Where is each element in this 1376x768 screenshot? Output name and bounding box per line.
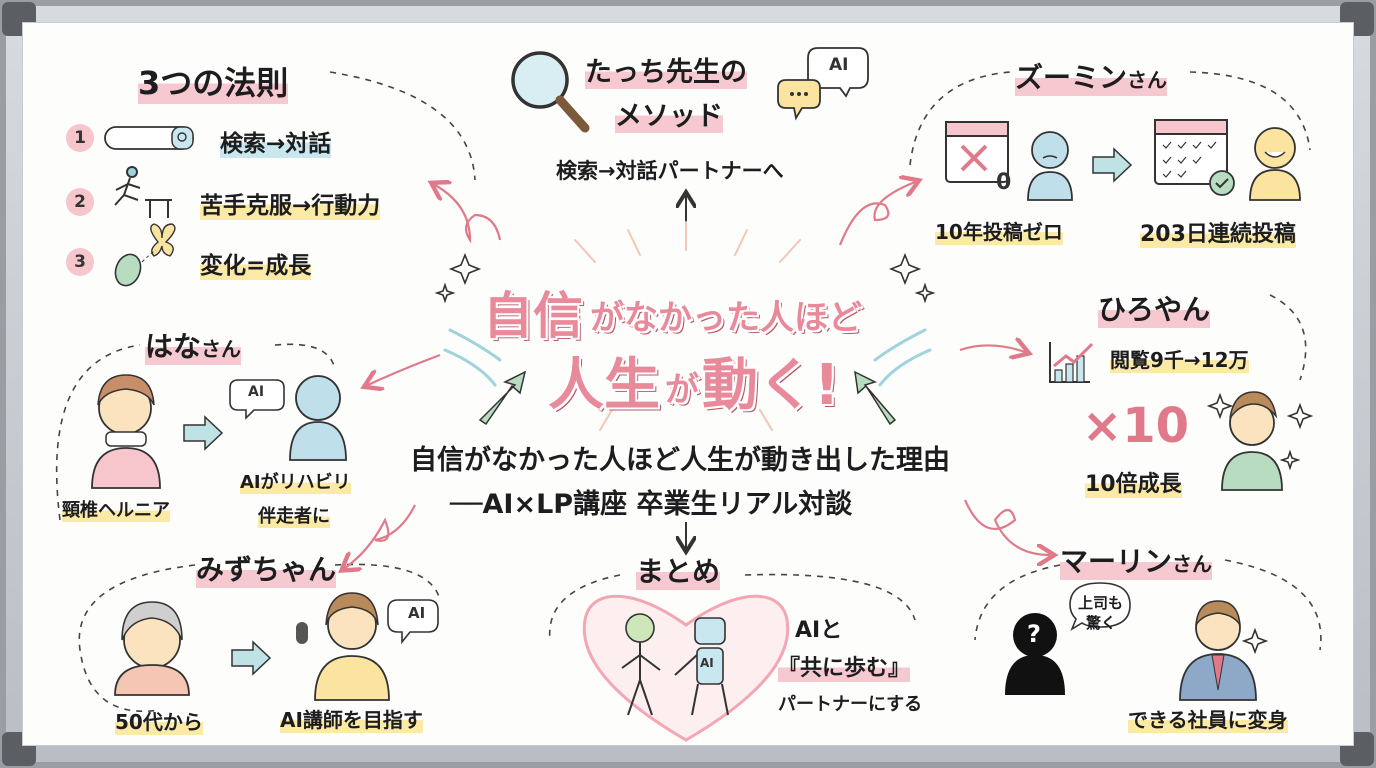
summary-line3: パートナーにする xyxy=(778,694,923,715)
hiroyan-multiplier: ×10 xyxy=(1082,398,1190,454)
zoomin-before: 10年投稿ゼロ xyxy=(935,216,1063,245)
mizu-name: みずちゃん xyxy=(196,548,337,588)
hiroyan-name: ひろやん xyxy=(1098,288,1211,328)
law-text: 検索→対話 xyxy=(220,124,332,158)
marin-bubble-line1: 上司も xyxy=(1078,594,1124,612)
marin-result: できる社員に変身 xyxy=(1128,704,1288,733)
method-title-line2: メソッド xyxy=(615,94,723,133)
subtitle-line1: 自信がなかった人ほど人生が動き出した理由 xyxy=(410,445,950,476)
summary-line1: AIと xyxy=(795,618,843,643)
subtitle-line2: ──AI×LP講座 卒業生リアル対談 xyxy=(450,489,853,520)
hana-condition: 頸椎ヘルニア xyxy=(62,496,170,522)
law-number: 1 xyxy=(66,124,94,152)
title-line1-main: 自信 xyxy=(483,287,583,345)
ai-bubble-text: AI xyxy=(248,384,265,400)
marin-name: マーリンさん xyxy=(1060,540,1213,580)
hiroyan-growth: 10倍成長 xyxy=(1085,466,1182,498)
law-number: 3 xyxy=(66,248,94,276)
marin-bubble-line2: 驚く xyxy=(1086,614,1117,632)
law-text: 苦手克服→行動力 xyxy=(200,186,381,220)
title-line2-a: 人生 xyxy=(548,353,660,418)
hana-result-line1: AIがリハビリ xyxy=(240,468,351,494)
ai-bubble-text: AI xyxy=(829,55,849,75)
law-text: 変化=成長 xyxy=(200,246,312,280)
hiroyan-views: 閲覧9千→12万 xyxy=(1110,344,1249,373)
title-line1-sub: がなかった人ほど xyxy=(590,298,862,338)
laws-title: 3つの法則 xyxy=(138,58,289,104)
title-line2-b: が xyxy=(665,370,699,410)
calendar-zero: 0 xyxy=(996,170,1012,195)
summary-title: まとめ xyxy=(636,550,721,590)
summary-line2: 『共に歩む』 xyxy=(778,650,911,682)
mizu-start: 50代から xyxy=(115,706,203,735)
hana-result-line2: 伴走者に xyxy=(258,502,330,528)
zoomin-after: 203日連続投稿 xyxy=(1140,216,1296,248)
method-caption: 検索→対話パートナーへ xyxy=(556,159,784,183)
law-number: 2 xyxy=(66,188,94,216)
ai-bubble-text: AI xyxy=(408,604,426,622)
title-line2-c: 動く! xyxy=(702,353,840,418)
mizu-goal: AI講師を目指す xyxy=(280,704,423,733)
method-title-line1: たっち先生の xyxy=(585,50,747,89)
hana-name: はなさん xyxy=(145,325,242,365)
zoomin-name: ズーミンさん xyxy=(1015,56,1168,96)
robot-label: AI xyxy=(700,656,714,670)
question-mark: ? xyxy=(1027,620,1041,648)
